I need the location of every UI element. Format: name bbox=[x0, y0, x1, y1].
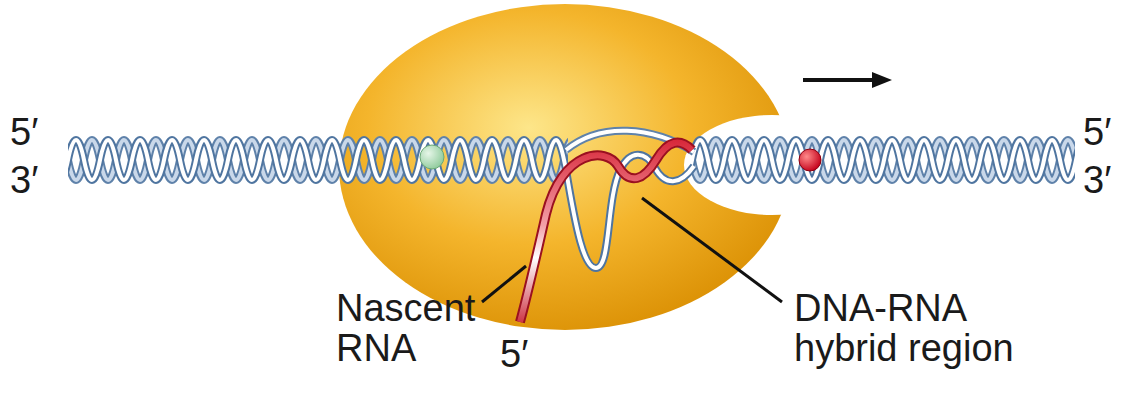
strand-end-label: 5′ bbox=[10, 112, 38, 152]
template-strand bbox=[566, 155, 694, 268]
marker-sphere bbox=[420, 145, 444, 169]
strand-end-label: 3′ bbox=[10, 160, 38, 200]
leader-line bbox=[642, 198, 782, 302]
leader-line bbox=[482, 266, 526, 302]
strand-end-label: 3′ bbox=[1083, 160, 1111, 200]
dna-helix bbox=[692, 130, 1075, 190]
callout-label: DNA-RNA hybrid region bbox=[794, 288, 1044, 368]
dna-helix bbox=[68, 130, 568, 190]
marker-sphere bbox=[799, 149, 821, 171]
template-strand bbox=[566, 155, 694, 268]
strand-end-label: 5′ bbox=[1083, 112, 1111, 152]
nascent-rna bbox=[520, 143, 692, 322]
direction-arrowhead bbox=[872, 72, 892, 88]
callout-label: Nascent RNA bbox=[336, 288, 506, 368]
nascent-rna bbox=[520, 143, 692, 322]
strand-end-label: 5′ bbox=[500, 334, 528, 374]
direction-arrow bbox=[803, 78, 876, 82]
